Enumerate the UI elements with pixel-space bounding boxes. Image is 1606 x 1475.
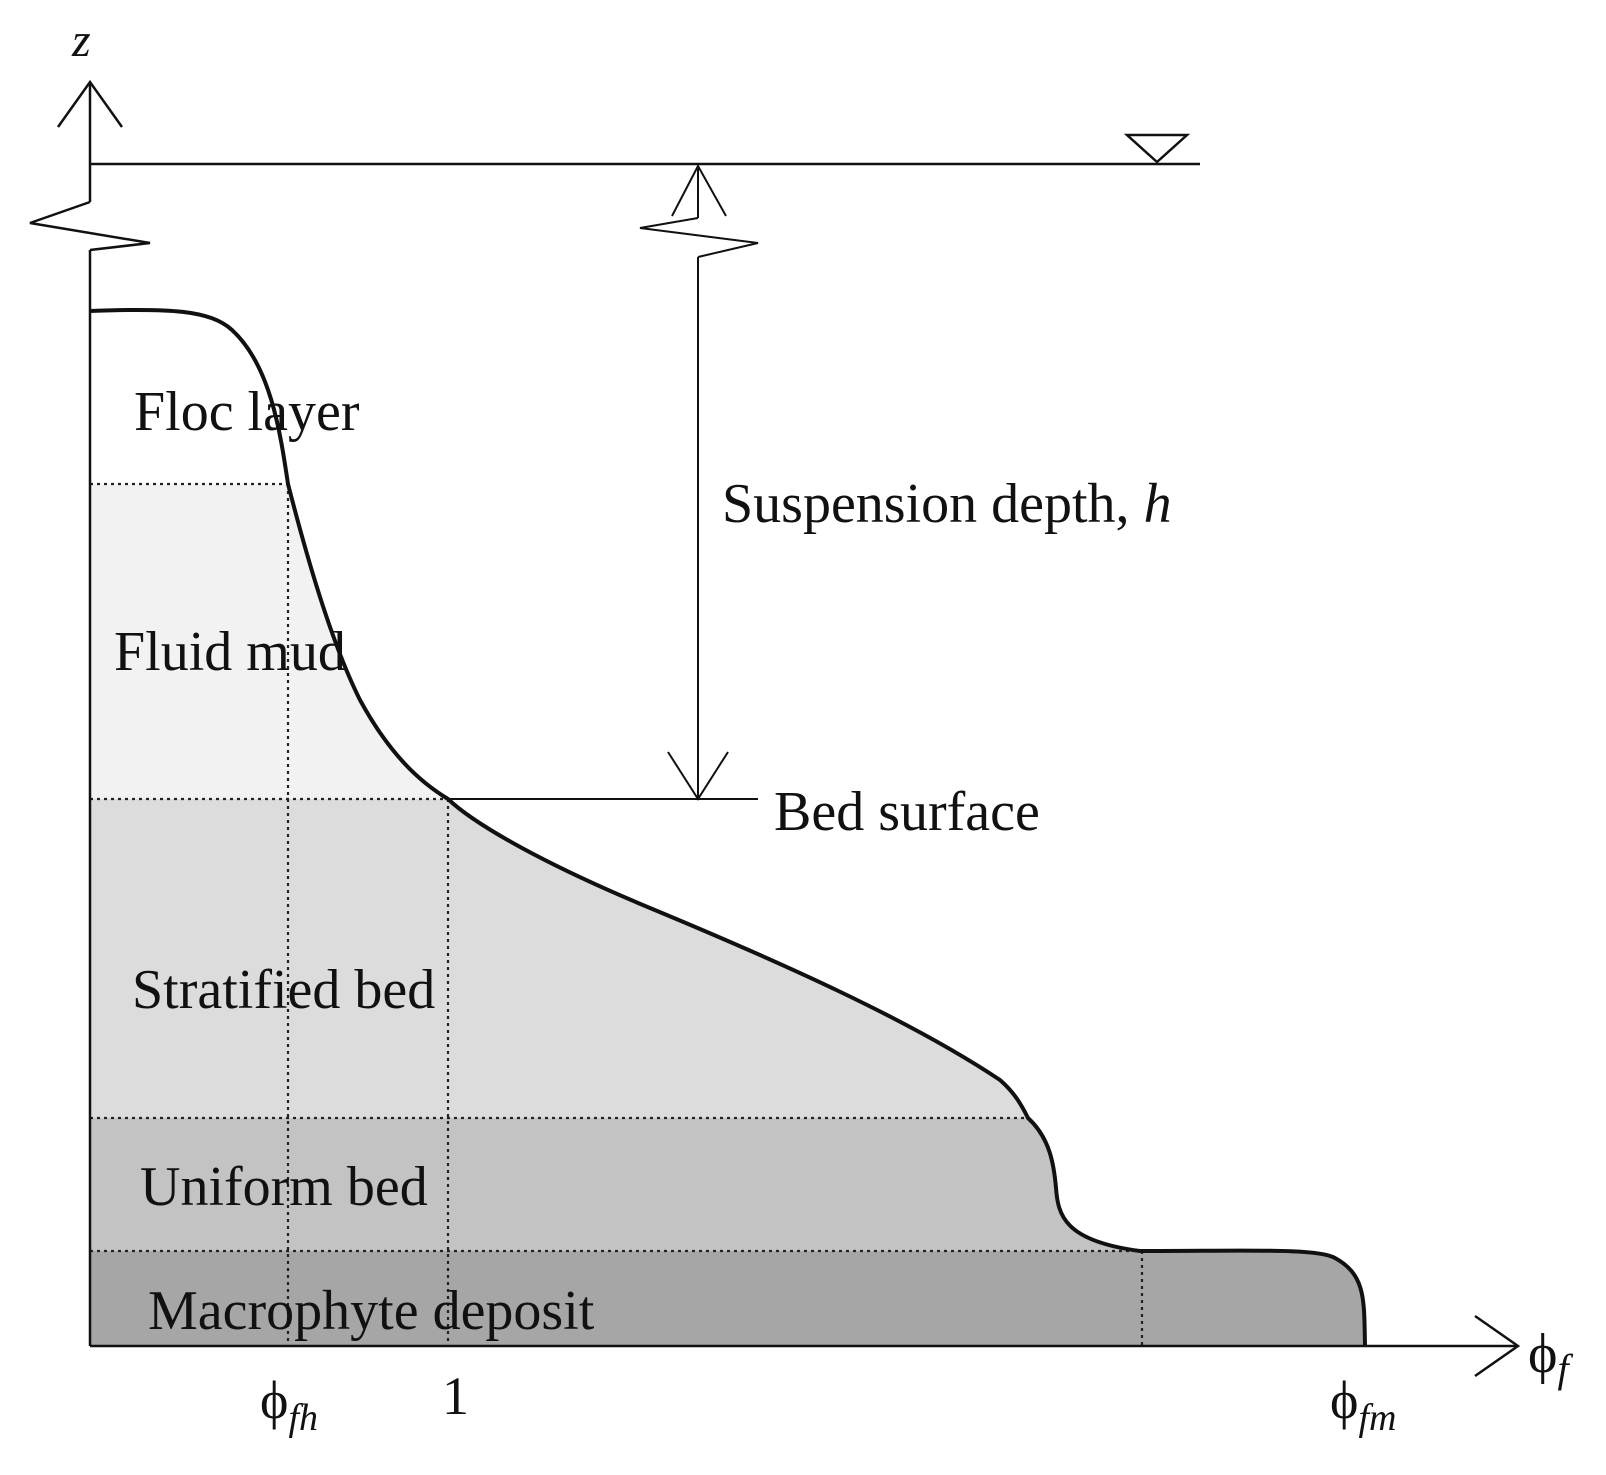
- suspension-depth-label: Suspension depth, h: [722, 473, 1172, 535]
- phi-axis-label: ϕf: [1528, 1323, 1573, 1391]
- macrophyte-deposit-region: [90, 1250, 1365, 1345]
- suspension-depth-arrow-top: [671, 163, 727, 217]
- fluid-mud-region: [90, 484, 448, 799]
- tick-label-phi-fh: ϕfh: [260, 1370, 318, 1439]
- z-axis-label: z: [71, 14, 91, 67]
- stratified-bed-label: Stratified bed: [132, 959, 435, 1021]
- phi-axis-arrowhead: [1474, 1314, 1521, 1378]
- uniform-bed-label: Uniform bed: [140, 1156, 428, 1218]
- tick-label-phi-fm: ϕfm: [1330, 1370, 1396, 1439]
- z-axis-arrowhead: [56, 79, 124, 128]
- floc-layer-label: Floc layer: [134, 381, 360, 443]
- bed-surface-label: Bed surface: [774, 781, 1040, 843]
- tick-label-one: 1: [442, 1366, 469, 1426]
- concentration-profile-curve: [89, 307, 1367, 1346]
- macrophyte-deposit-label: Macrophyte deposit: [148, 1280, 595, 1342]
- suspension-depth-break-mark: [639, 217, 759, 258]
- z-axis-break-mark: [29, 200, 151, 252]
- fluid-mud-label: Fluid mud: [114, 621, 346, 683]
- stratified-bed-region: [90, 799, 1028, 1118]
- uniform-bed-region: [90, 1118, 1140, 1251]
- water-level-triangle-icon: [1123, 133, 1191, 164]
